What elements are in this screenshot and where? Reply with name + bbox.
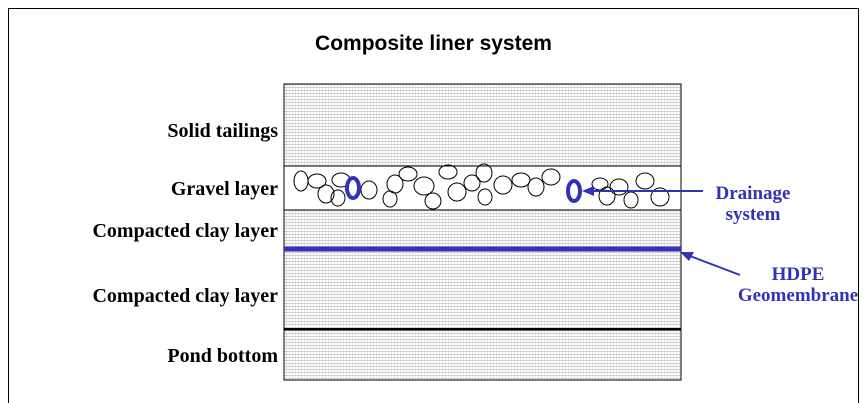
pond-bottom-layer: [283, 329, 682, 381]
gravel-stone: [438, 164, 458, 180]
hdpe-label-line1: HDPE: [771, 264, 825, 285]
gravel-stone: [511, 172, 531, 188]
drainage-system-label: Drainage system: [706, 183, 800, 225]
drainage-pipe-left: [345, 176, 361, 200]
gravel-stone: [493, 175, 513, 195]
drainage-arrow-head: [582, 186, 594, 196]
gravel-stone: [398, 166, 418, 182]
gravel-stone: [635, 172, 655, 190]
label-compacted-clay-upper: Compacted clay layer: [92, 220, 278, 242]
hdpe-arrow-line: [689, 255, 741, 276]
compacted-clay-upper-layer: [283, 209, 682, 250]
gravel-stone: [386, 174, 404, 194]
solid-tailings-layer: [283, 83, 682, 167]
hdpe-arrow-head: [680, 252, 694, 261]
gravel-stone: [330, 189, 346, 207]
label-solid-tailings: Solid tailings: [167, 120, 278, 142]
gravel-stones: [293, 163, 670, 210]
gravel-stone: [413, 176, 435, 196]
gravel-stone: [527, 177, 545, 197]
compacted-clay-lower-layer: [283, 248, 682, 330]
gravel-stone: [463, 174, 481, 192]
gravel-stone: [360, 180, 378, 200]
gravel-stone: [477, 188, 493, 206]
label-pond-bottom: Pond bottom: [167, 345, 278, 367]
diagram-title: Composite liner system: [315, 32, 552, 55]
gravel-stone: [541, 168, 561, 186]
gravel-stone: [650, 187, 670, 207]
gravel-stone: [307, 173, 327, 189]
label-gravel-layer: Gravel layer: [170, 178, 278, 200]
gravel-stone: [317, 184, 335, 204]
hdpe-label-line2: Geomembrane: [737, 285, 859, 306]
gravel-stone: [598, 186, 616, 206]
hdpe-geomembrane-label: HDPE Geomembrane: [734, 264, 862, 306]
gravel-stone: [609, 178, 629, 196]
label-compacted-clay-lower: Compacted clay layer: [92, 285, 278, 307]
gravel-stone: [447, 182, 467, 202]
drainage-label-line1: Drainage: [715, 183, 791, 204]
gravel-stone: [475, 163, 493, 183]
gravel-stone: [424, 192, 442, 210]
drainage-label-line2: system: [725, 204, 781, 225]
drainage-pipe-right: [566, 179, 582, 203]
figure-frame: [8, 8, 859, 403]
